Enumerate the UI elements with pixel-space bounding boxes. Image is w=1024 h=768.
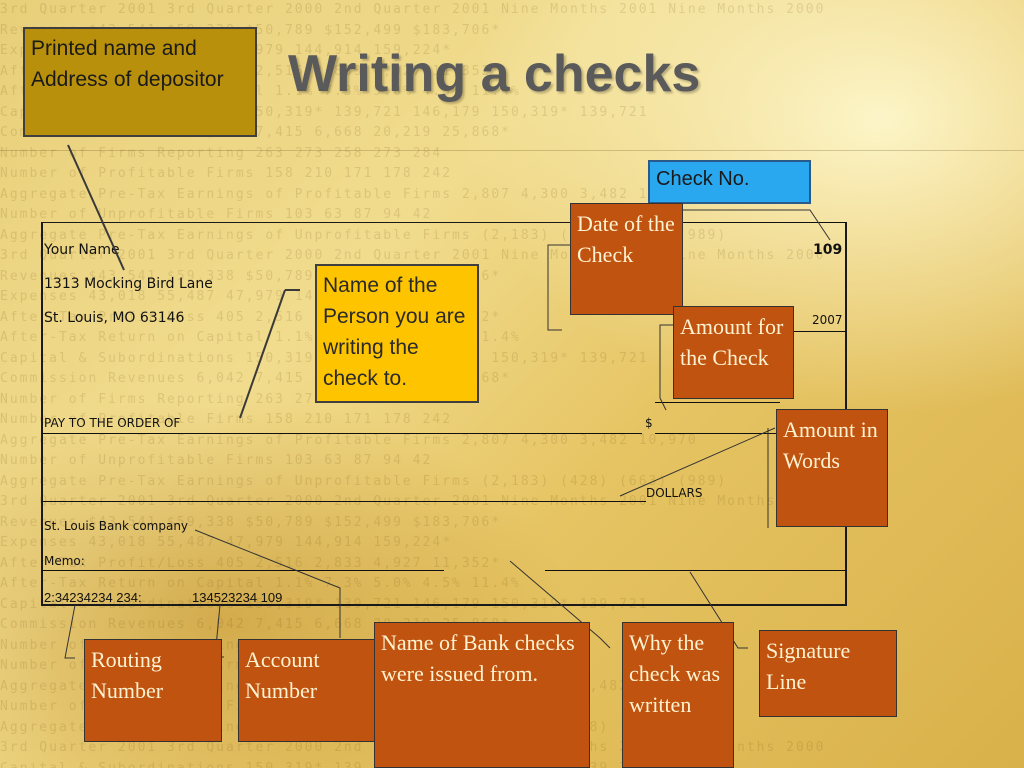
connector-amount: [659, 324, 680, 411]
depositor-address-line1: 1313 Mocking Bird Lane: [44, 276, 213, 292]
signature-line: [545, 570, 847, 571]
pay-to-label: PAY TO THE ORDER OF: [44, 416, 181, 430]
callout-routing: Routing Number: [84, 639, 222, 742]
callout-date: Date of the Check: [570, 203, 683, 315]
bank-name: St. Louis Bank company: [44, 519, 189, 533]
check-number: 109: [813, 242, 843, 258]
routing-number: 2:34234234 234:: [44, 590, 142, 605]
callout-amount-words: Amount in Words: [776, 409, 888, 527]
connector-bank: [194, 529, 341, 638]
connector-payee-b: [239, 289, 286, 419]
connector-memo: [509, 560, 611, 649]
connector-depositor: [67, 144, 125, 271]
memo-line: [42, 570, 444, 571]
depositor-name: Your Name: [44, 242, 120, 258]
memo-label: Memo:: [44, 554, 85, 568]
check-top-right-line: [684, 222, 847, 223]
dollar-sign: $: [645, 416, 653, 430]
callout-memo: Why the check was written: [622, 622, 734, 768]
callout-check-number: Check No.: [648, 160, 811, 204]
depositor-address-line2: St. Louis, MO 63146: [44, 310, 185, 326]
payee-line: [42, 433, 642, 434]
amount-words-line: [42, 501, 646, 502]
connector-amount-words: [619, 427, 776, 497]
callout-account: Account Number: [238, 639, 376, 742]
connector-date: [547, 244, 570, 331]
amount-box-top: [655, 402, 780, 403]
amount-box-bottom: [655, 433, 780, 434]
connector-signature: [689, 571, 748, 649]
connector-check-no: [680, 209, 831, 241]
account-number: 134523234 109: [192, 590, 283, 605]
connector-routing: [64, 604, 76, 659]
check-year: 2007: [812, 313, 843, 327]
dollars-label: DOLLARS: [646, 486, 703, 500]
callout-amount: Amount for the Check: [673, 306, 794, 399]
callout-payee: Name of the Person you are writing the c…: [315, 264, 479, 403]
callout-depositor: Printed name and Address of depositor: [23, 27, 257, 137]
page-title: Writing a checks: [288, 45, 701, 103]
background-stripe: [0, 150, 1024, 151]
callout-signature: Signature Line: [759, 630, 897, 717]
callout-bank: Name of Bank checks were issued from.: [374, 622, 590, 768]
